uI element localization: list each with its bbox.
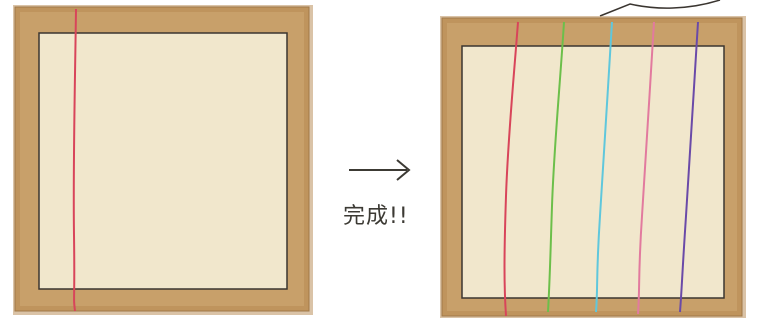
canvas-area — [38, 32, 288, 290]
transition-note: 完成!! — [335, 140, 435, 250]
purple-string — [679, 21, 699, 313]
pink-string — [637, 21, 655, 315]
frame-shading — [13, 5, 313, 315]
speech-bubble-tail-icon — [599, 0, 721, 17]
right-arrow-icon — [349, 159, 411, 181]
frame-shading — [440, 16, 746, 318]
red-string — [72, 8, 77, 312]
loom-frame-after — [440, 16, 746, 318]
red-string — [503, 21, 519, 317]
loom-frame-before — [13, 5, 313, 315]
loom-frame-after-drawing — [440, 16, 746, 318]
canvas-area — [461, 45, 725, 299]
green-string — [547, 21, 565, 313]
completion-caption: 完成!! — [343, 204, 409, 229]
cyan-string — [595, 21, 613, 313]
loom-frame-before-drawing — [13, 5, 313, 315]
